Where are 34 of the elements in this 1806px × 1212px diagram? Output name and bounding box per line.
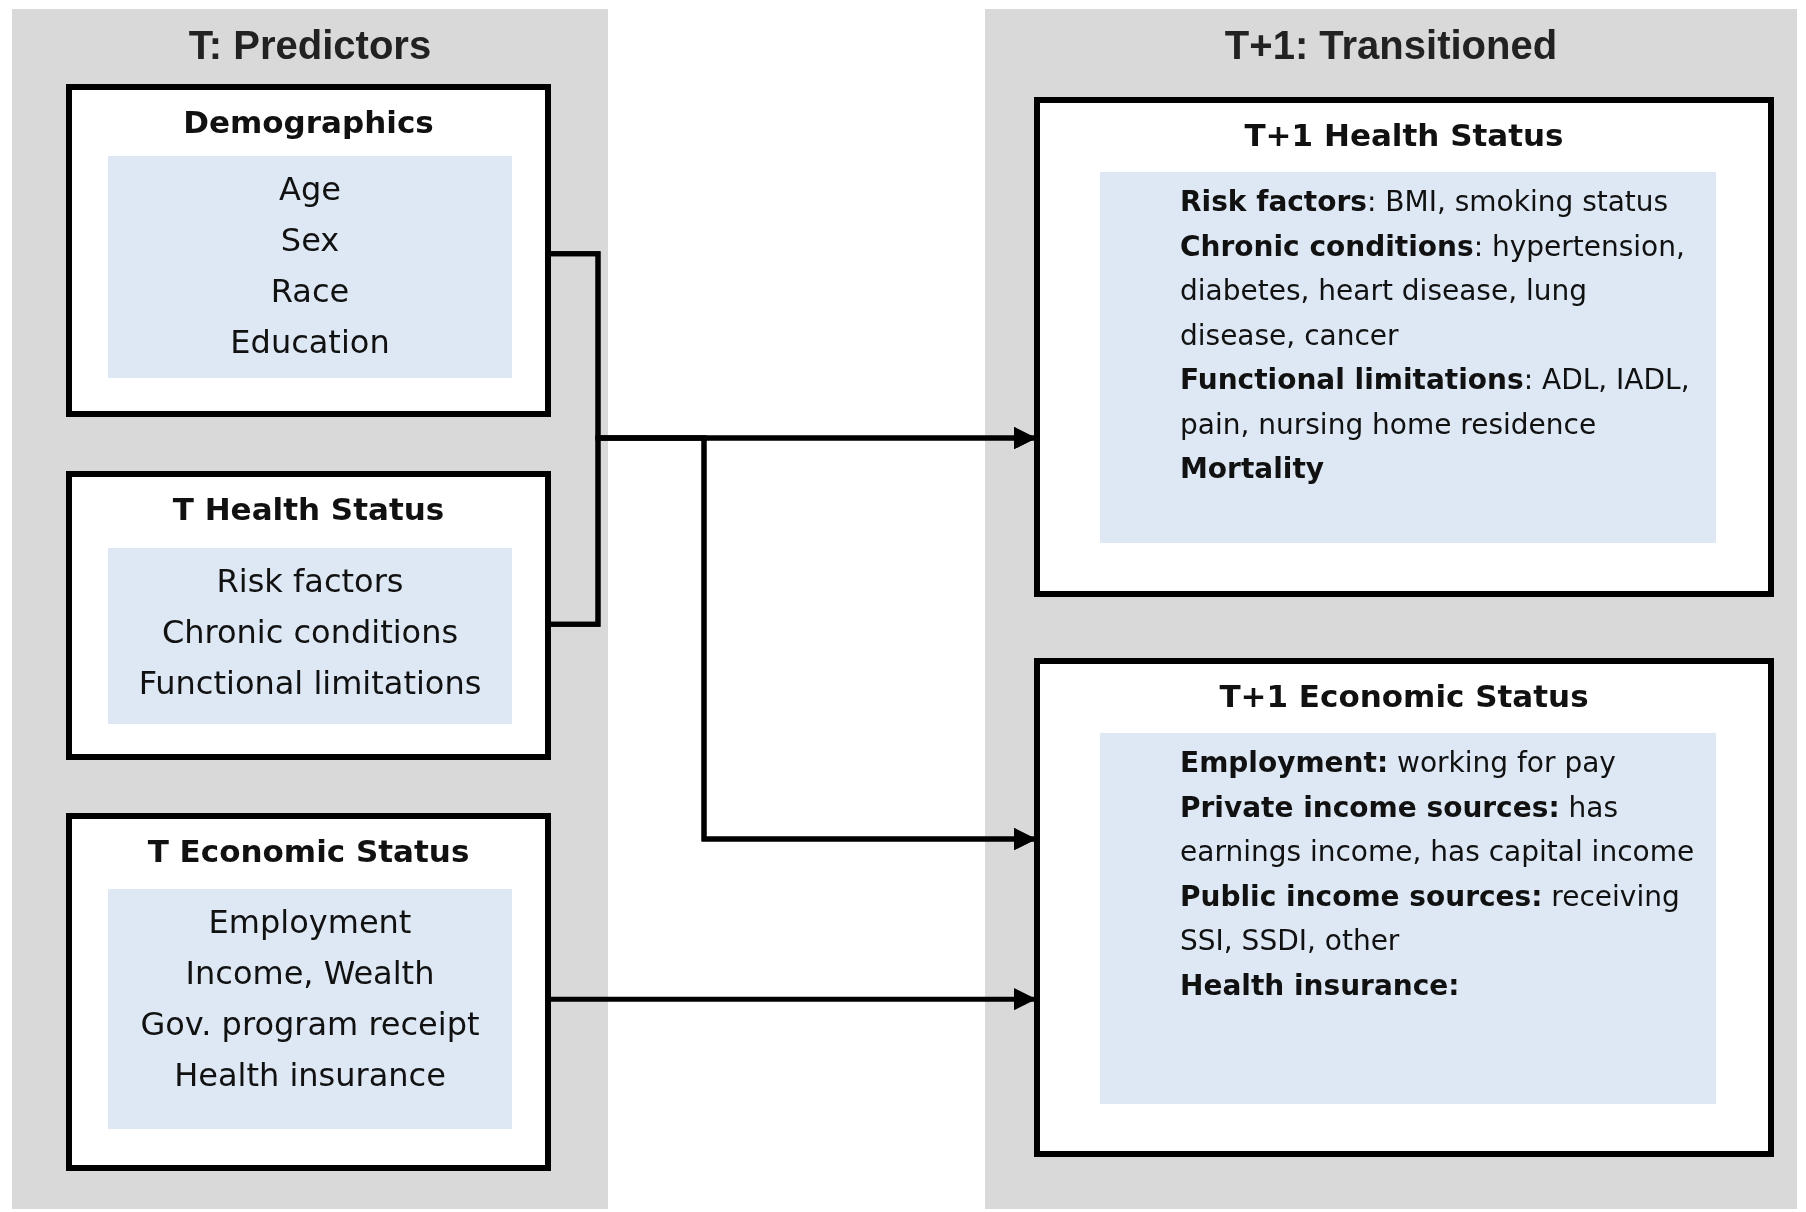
box-heading: T Health Status xyxy=(171,491,446,527)
arrow xyxy=(551,987,1037,1011)
box-heading: T Economic Status xyxy=(146,833,471,869)
box-heading: Demographics xyxy=(182,104,435,140)
item-text: Chronic conditions xyxy=(160,612,460,653)
list-item: Public income sources: receiving SSI, SSDI, other xyxy=(1180,878,1681,959)
item-text: Race xyxy=(269,271,351,312)
item-text: Risk factors xyxy=(215,561,405,602)
item-text: Employment xyxy=(207,902,413,943)
category-box xyxy=(66,84,551,417)
item-text: Income, Wealth xyxy=(184,953,436,994)
category-box xyxy=(1034,658,1774,1157)
column-title: T: Predictors xyxy=(187,23,433,68)
column-title: T+1: Transitioned xyxy=(1223,23,1559,68)
list-item: Risk factors: BMI, smoking status xyxy=(1180,184,1670,220)
item-text: Age xyxy=(278,169,342,210)
column-panel xyxy=(12,9,608,1209)
list-item: Employment: working for pay xyxy=(1180,745,1617,781)
list-item: Mortality xyxy=(1180,451,1326,487)
box-heading: T+1 Economic Status xyxy=(1218,678,1590,714)
item-text: Functional limitations xyxy=(137,663,483,704)
list-item: Health insurance: xyxy=(1180,967,1461,1004)
box-heading: T+1 Health Status xyxy=(1243,117,1565,153)
item-text: Sex xyxy=(279,220,341,261)
list-item: Functional limitations: ADL, IADL, pain, nursing home residence xyxy=(1180,362,1691,443)
list-item: Chronic conditions: hypertension, diabetes, heart disease, lung disease, cancer xyxy=(1180,228,1686,354)
category-box xyxy=(66,813,551,1171)
item-text: Gov. program receipt xyxy=(139,1004,481,1045)
category-box xyxy=(1034,97,1774,597)
column-panel xyxy=(985,9,1797,1209)
arrow xyxy=(551,435,1037,851)
item-text: Education xyxy=(229,322,391,363)
category-box xyxy=(66,471,551,760)
item-text: Health insurance xyxy=(173,1055,447,1096)
